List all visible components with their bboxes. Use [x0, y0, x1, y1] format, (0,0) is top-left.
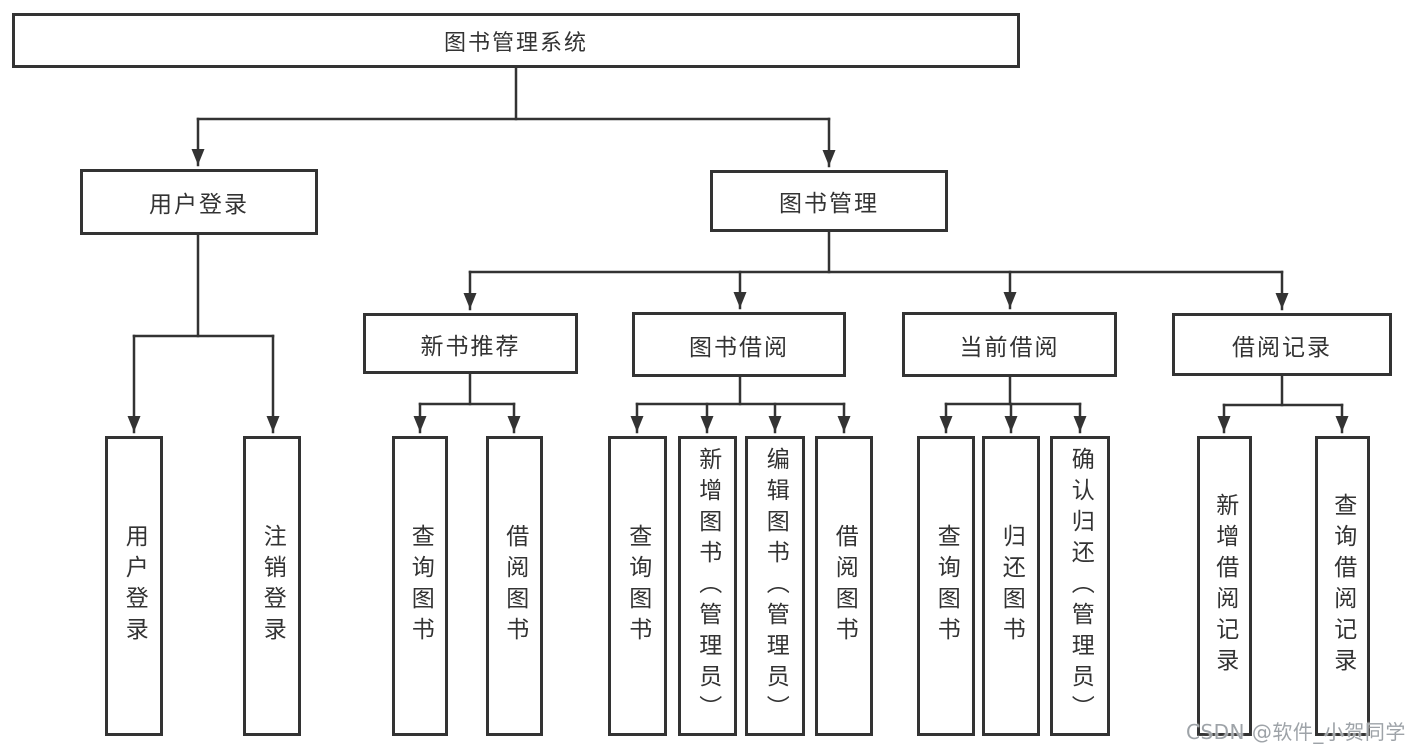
leaf-borrowing-borrow-books: 借阅图书 — [815, 436, 873, 736]
node-new-book-recommendation: 新书推荐 — [363, 313, 578, 374]
leaf-current-query-books: 查询图书 — [917, 436, 975, 736]
node-current-borrowing-label: 当前借阅 — [959, 334, 1060, 361]
leaf-edit-books-admin: 编辑图书（管理员） — [745, 436, 805, 736]
leaf-edit-books-admin-label: 编辑图书（管理员） — [762, 446, 789, 726]
node-root-system: 图书管理系统 — [12, 13, 1020, 68]
node-new-book-recommendation-label: 新书推荐 — [420, 333, 521, 360]
leaf-confirm-return-admin: 确认归还（管理员） — [1050, 436, 1110, 736]
node-current-borrowing: 当前借阅 — [902, 312, 1117, 377]
leaf-current-query-books-label: 查询图书 — [933, 524, 960, 648]
leaf-borrowing-query-books: 查询图书 — [608, 436, 667, 736]
node-book-borrowing: 图书借阅 — [632, 312, 846, 377]
leaf-add-books-admin-label: 新增图书（管理员） — [694, 446, 721, 726]
leaf-recommend-borrow-books: 借阅图书 — [486, 436, 543, 736]
leaf-user-login: 用户登录 — [105, 436, 163, 736]
leaf-borrowing-borrow-books-label: 借阅图书 — [831, 524, 858, 648]
node-borrowing-records: 借阅记录 — [1172, 313, 1392, 376]
node-borrowing-records-label: 借阅记录 — [1232, 334, 1332, 361]
node-book-management: 图书管理 — [710, 170, 948, 232]
leaf-add-borrow-record: 新增借阅记录 — [1197, 436, 1252, 736]
node-user-login: 用户登录 — [80, 169, 318, 235]
leaf-return-books: 归还图书 — [982, 436, 1040, 736]
leaf-borrowing-query-books-label: 查询图书 — [624, 524, 651, 648]
leaf-return-books-label: 归还图书 — [998, 524, 1025, 648]
node-book-borrowing-label: 图书借阅 — [689, 334, 789, 361]
leaf-logout-label: 注销登录 — [259, 524, 286, 648]
leaf-user-login-label: 用户登录 — [121, 524, 148, 648]
leaf-add-borrow-record-label: 新增借阅记录 — [1211, 493, 1238, 679]
leaf-add-books-admin: 新增图书（管理员） — [678, 436, 737, 736]
leaf-recommend-query-books-label: 查询图书 — [407, 524, 434, 648]
node-book-management-label: 图书管理 — [779, 191, 879, 217]
leaf-logout: 注销登录 — [243, 436, 301, 736]
leaf-query-borrow-record: 查询借阅记录 — [1315, 436, 1370, 736]
leaf-query-borrow-record-label: 查询借阅记录 — [1329, 493, 1356, 679]
csdn-watermark: CSDN @软件_小贺同学 — [1186, 720, 1405, 744]
node-user-login-label: 用户登录 — [149, 192, 249, 218]
node-root-system-label: 图书管理系统 — [443, 30, 588, 56]
leaf-recommend-query-books: 查询图书 — [392, 436, 448, 736]
leaf-recommend-borrow-books-label: 借阅图书 — [501, 524, 528, 648]
leaf-confirm-return-admin-label: 确认归还（管理员） — [1067, 446, 1094, 726]
